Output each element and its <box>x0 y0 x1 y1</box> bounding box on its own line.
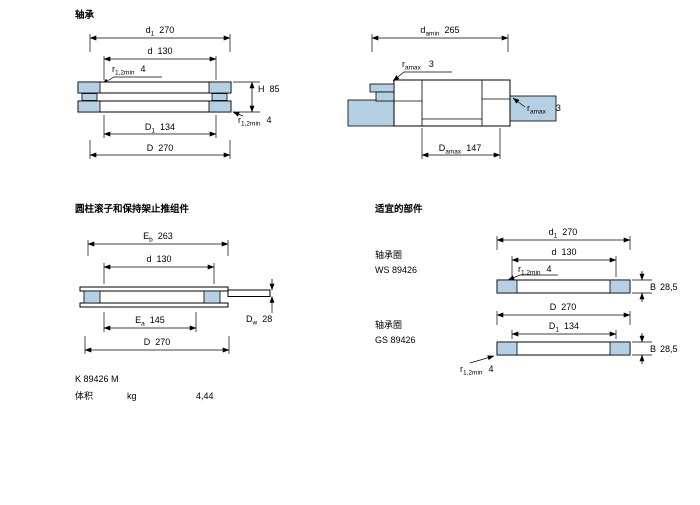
shaft-shoulder <box>347 99 395 127</box>
washer-section <box>609 341 631 356</box>
leader-line <box>232 111 244 117</box>
leader-line <box>392 71 452 82</box>
washer-section <box>375 91 395 102</box>
gs-label: 轴承圈 <box>375 319 402 330</box>
washer-section <box>609 279 631 294</box>
bearing-section-title: 轴承 <box>75 9 95 21</box>
ws-washer-figure <box>496 279 631 294</box>
leader-line <box>512 97 526 108</box>
roller-section <box>81 93 98 101</box>
mass-value: 4,44 <box>196 391 214 401</box>
ws-designation: WS 89426 <box>375 265 417 275</box>
leader-line <box>507 274 558 281</box>
roller-section <box>203 290 221 304</box>
ws-label: 轴承圈 <box>375 249 402 260</box>
roller-section <box>211 93 228 101</box>
roller-section <box>83 290 101 304</box>
washer-section <box>77 81 101 94</box>
shaft-washer <box>77 81 232 94</box>
assembly-section-title: 圆柱滚子和保持架止推组件 <box>75 203 190 215</box>
mass-label: 体积 <box>75 390 93 401</box>
assembly-figure <box>79 286 271 308</box>
abutment-figure <box>347 79 557 127</box>
bearing-envelope <box>393 79 511 127</box>
bearing-cross-section-figure <box>77 81 232 113</box>
washer-section <box>369 83 395 93</box>
roller-pin <box>227 289 271 297</box>
gs-washer-figure <box>496 341 631 356</box>
gs-designation: GS 89426 <box>375 335 416 345</box>
washer-section <box>208 81 232 94</box>
cage-rail <box>79 286 229 292</box>
mass-unit: kg <box>127 391 137 401</box>
washer-section <box>496 341 518 356</box>
parts-section-title: 适宜的部件 <box>375 203 423 215</box>
housing-washer <box>77 100 232 113</box>
assembly-designation: K 89426 M <box>75 374 119 384</box>
washer-section <box>496 279 518 294</box>
washer-section <box>208 100 232 113</box>
washer-section <box>77 100 101 113</box>
leader-line <box>469 355 495 364</box>
cage-rail <box>79 302 229 308</box>
